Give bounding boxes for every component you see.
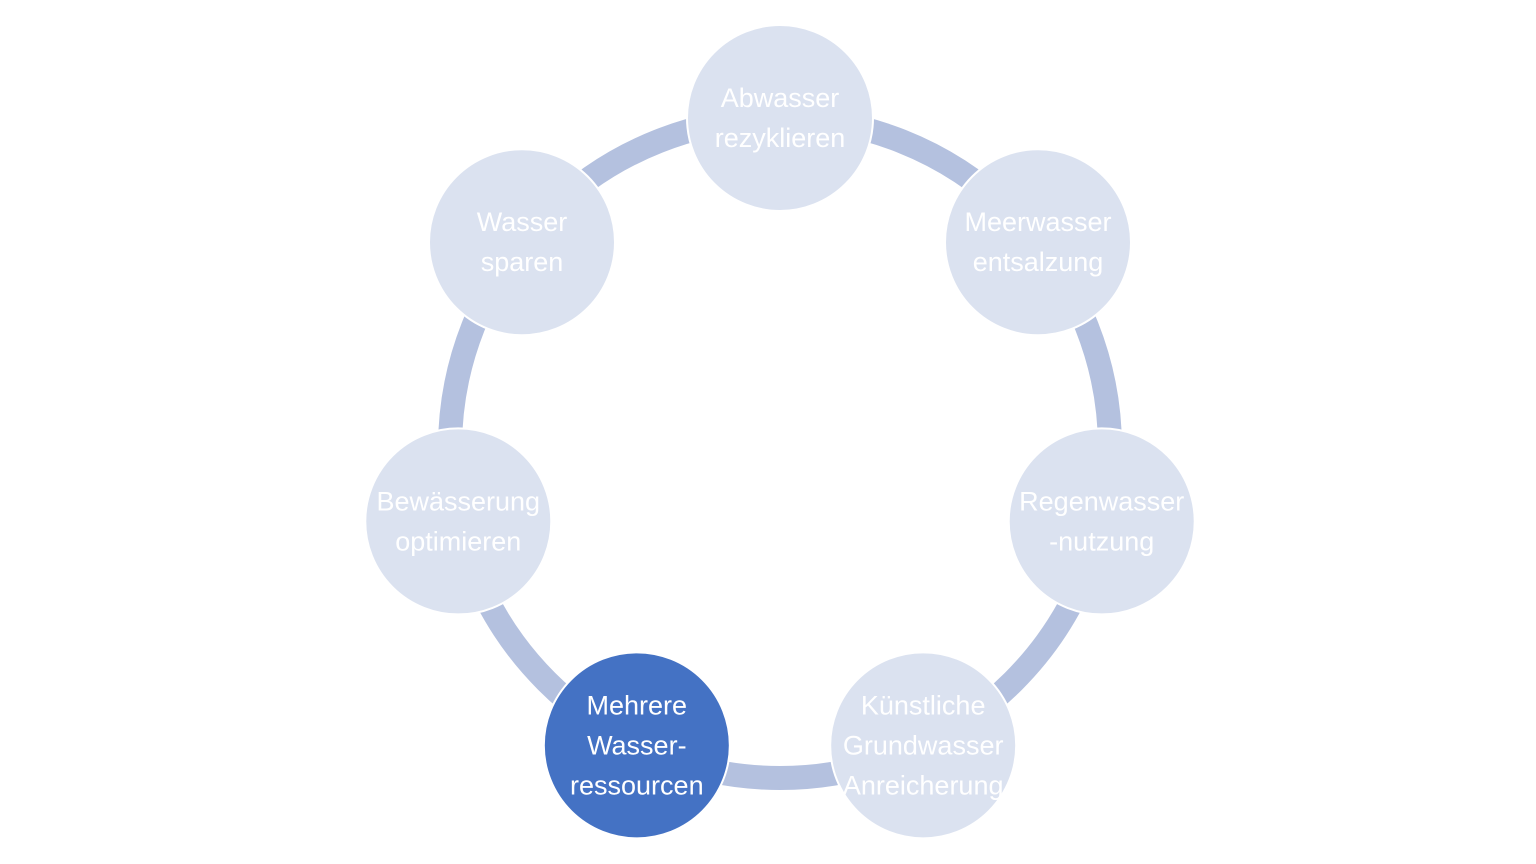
node-label: Wasser- bbox=[587, 730, 687, 760]
node-label: optimieren bbox=[395, 526, 521, 556]
node-label: sparen bbox=[481, 247, 564, 277]
node-abwasser: Abwasser rezyklieren bbox=[686, 24, 874, 212]
node-circle bbox=[686, 24, 874, 212]
node-label: Mehrere bbox=[587, 690, 688, 720]
node-label: rezyklieren bbox=[715, 123, 846, 153]
node-circle bbox=[427, 148, 616, 337]
node-label: Grundwasser bbox=[843, 730, 1004, 760]
node-label: Künstliche bbox=[861, 690, 986, 720]
node-label: ressourcen bbox=[570, 770, 704, 800]
node-label: Wasser bbox=[477, 207, 568, 237]
node-label: Abwasser bbox=[721, 83, 840, 113]
node-circle bbox=[364, 427, 553, 616]
node-circle bbox=[1007, 427, 1196, 616]
node-wasser-sparen: Wasser sparen bbox=[427, 148, 616, 337]
node-label: -nutzung bbox=[1049, 526, 1154, 556]
node-circle bbox=[944, 148, 1133, 337]
node-meerwasser: Meerwasser entsalzung bbox=[944, 148, 1133, 337]
node-label: Meerwasser bbox=[964, 207, 1111, 237]
node-label: Bewässerung bbox=[376, 486, 540, 516]
node-label: Anreicherung bbox=[843, 770, 1004, 800]
node-label: entsalzung bbox=[973, 247, 1104, 277]
node-regenwasser: Regenwasser -nutzung bbox=[1007, 427, 1196, 616]
node-label: Regenwasser bbox=[1019, 486, 1184, 516]
node-circle bbox=[829, 651, 1018, 840]
node-circle bbox=[542, 651, 731, 840]
node-bewaesserung: Bewässerung optimieren bbox=[364, 427, 553, 616]
